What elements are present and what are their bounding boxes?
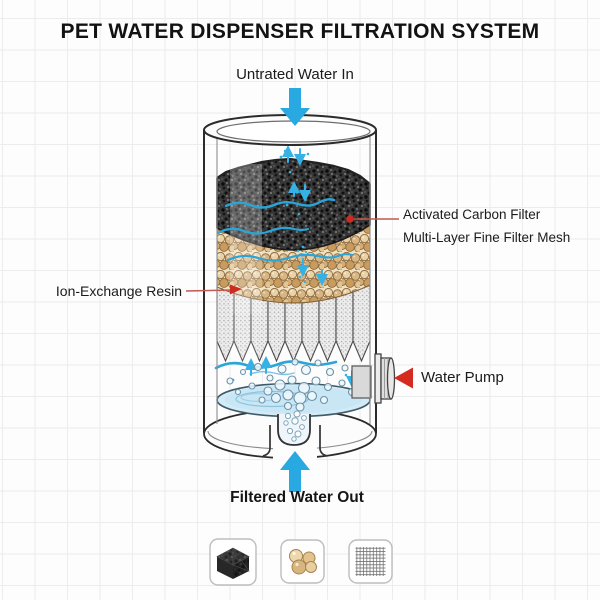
- page-title: PET WATER DISPENSER FILTRATION SYSTEM: [60, 20, 540, 43]
- water-pool: [216, 382, 371, 418]
- label-untreated-water-in: Untrated Water In: [236, 66, 354, 83]
- water-pump-nozzle: [374, 353, 396, 404]
- pump-pointer-icon: [394, 367, 413, 389]
- label-ion-exchange-resin: Ion-Exchange Resin: [55, 283, 182, 299]
- label-fine-filter-mesh: Multi-Layer Fine Filter Mesh: [403, 229, 571, 245]
- glass-highlight-lower: [230, 314, 258, 362]
- water-out-arrow-icon: [280, 451, 310, 492]
- pump-internal-housing: [351, 365, 372, 399]
- water-in-arrow-icon: [280, 88, 310, 126]
- label-carbon-and-mesh: Activated Carbon Filter Multi-Layer Fine…: [403, 204, 570, 249]
- carbon-leader-line: [346, 215, 399, 223]
- filter-mesh-icon: [355, 547, 386, 576]
- activated-carbon-layer: [216, 157, 371, 251]
- legend-resin-beads: [280, 539, 325, 584]
- legend-filter-mesh: [348, 539, 393, 584]
- label-activated-carbon-filter: Activated Carbon Filter: [403, 207, 541, 222]
- label-filtered-water-out: Filtered Water Out: [230, 489, 364, 506]
- resin-leader-line: [185, 284, 242, 295]
- label-water-pump: Water Pump: [421, 369, 504, 386]
- resin-beads-icon: [289, 549, 317, 575]
- activated-carbon-cube-icon: [216, 547, 250, 579]
- legend-carbon-cube: [209, 538, 257, 586]
